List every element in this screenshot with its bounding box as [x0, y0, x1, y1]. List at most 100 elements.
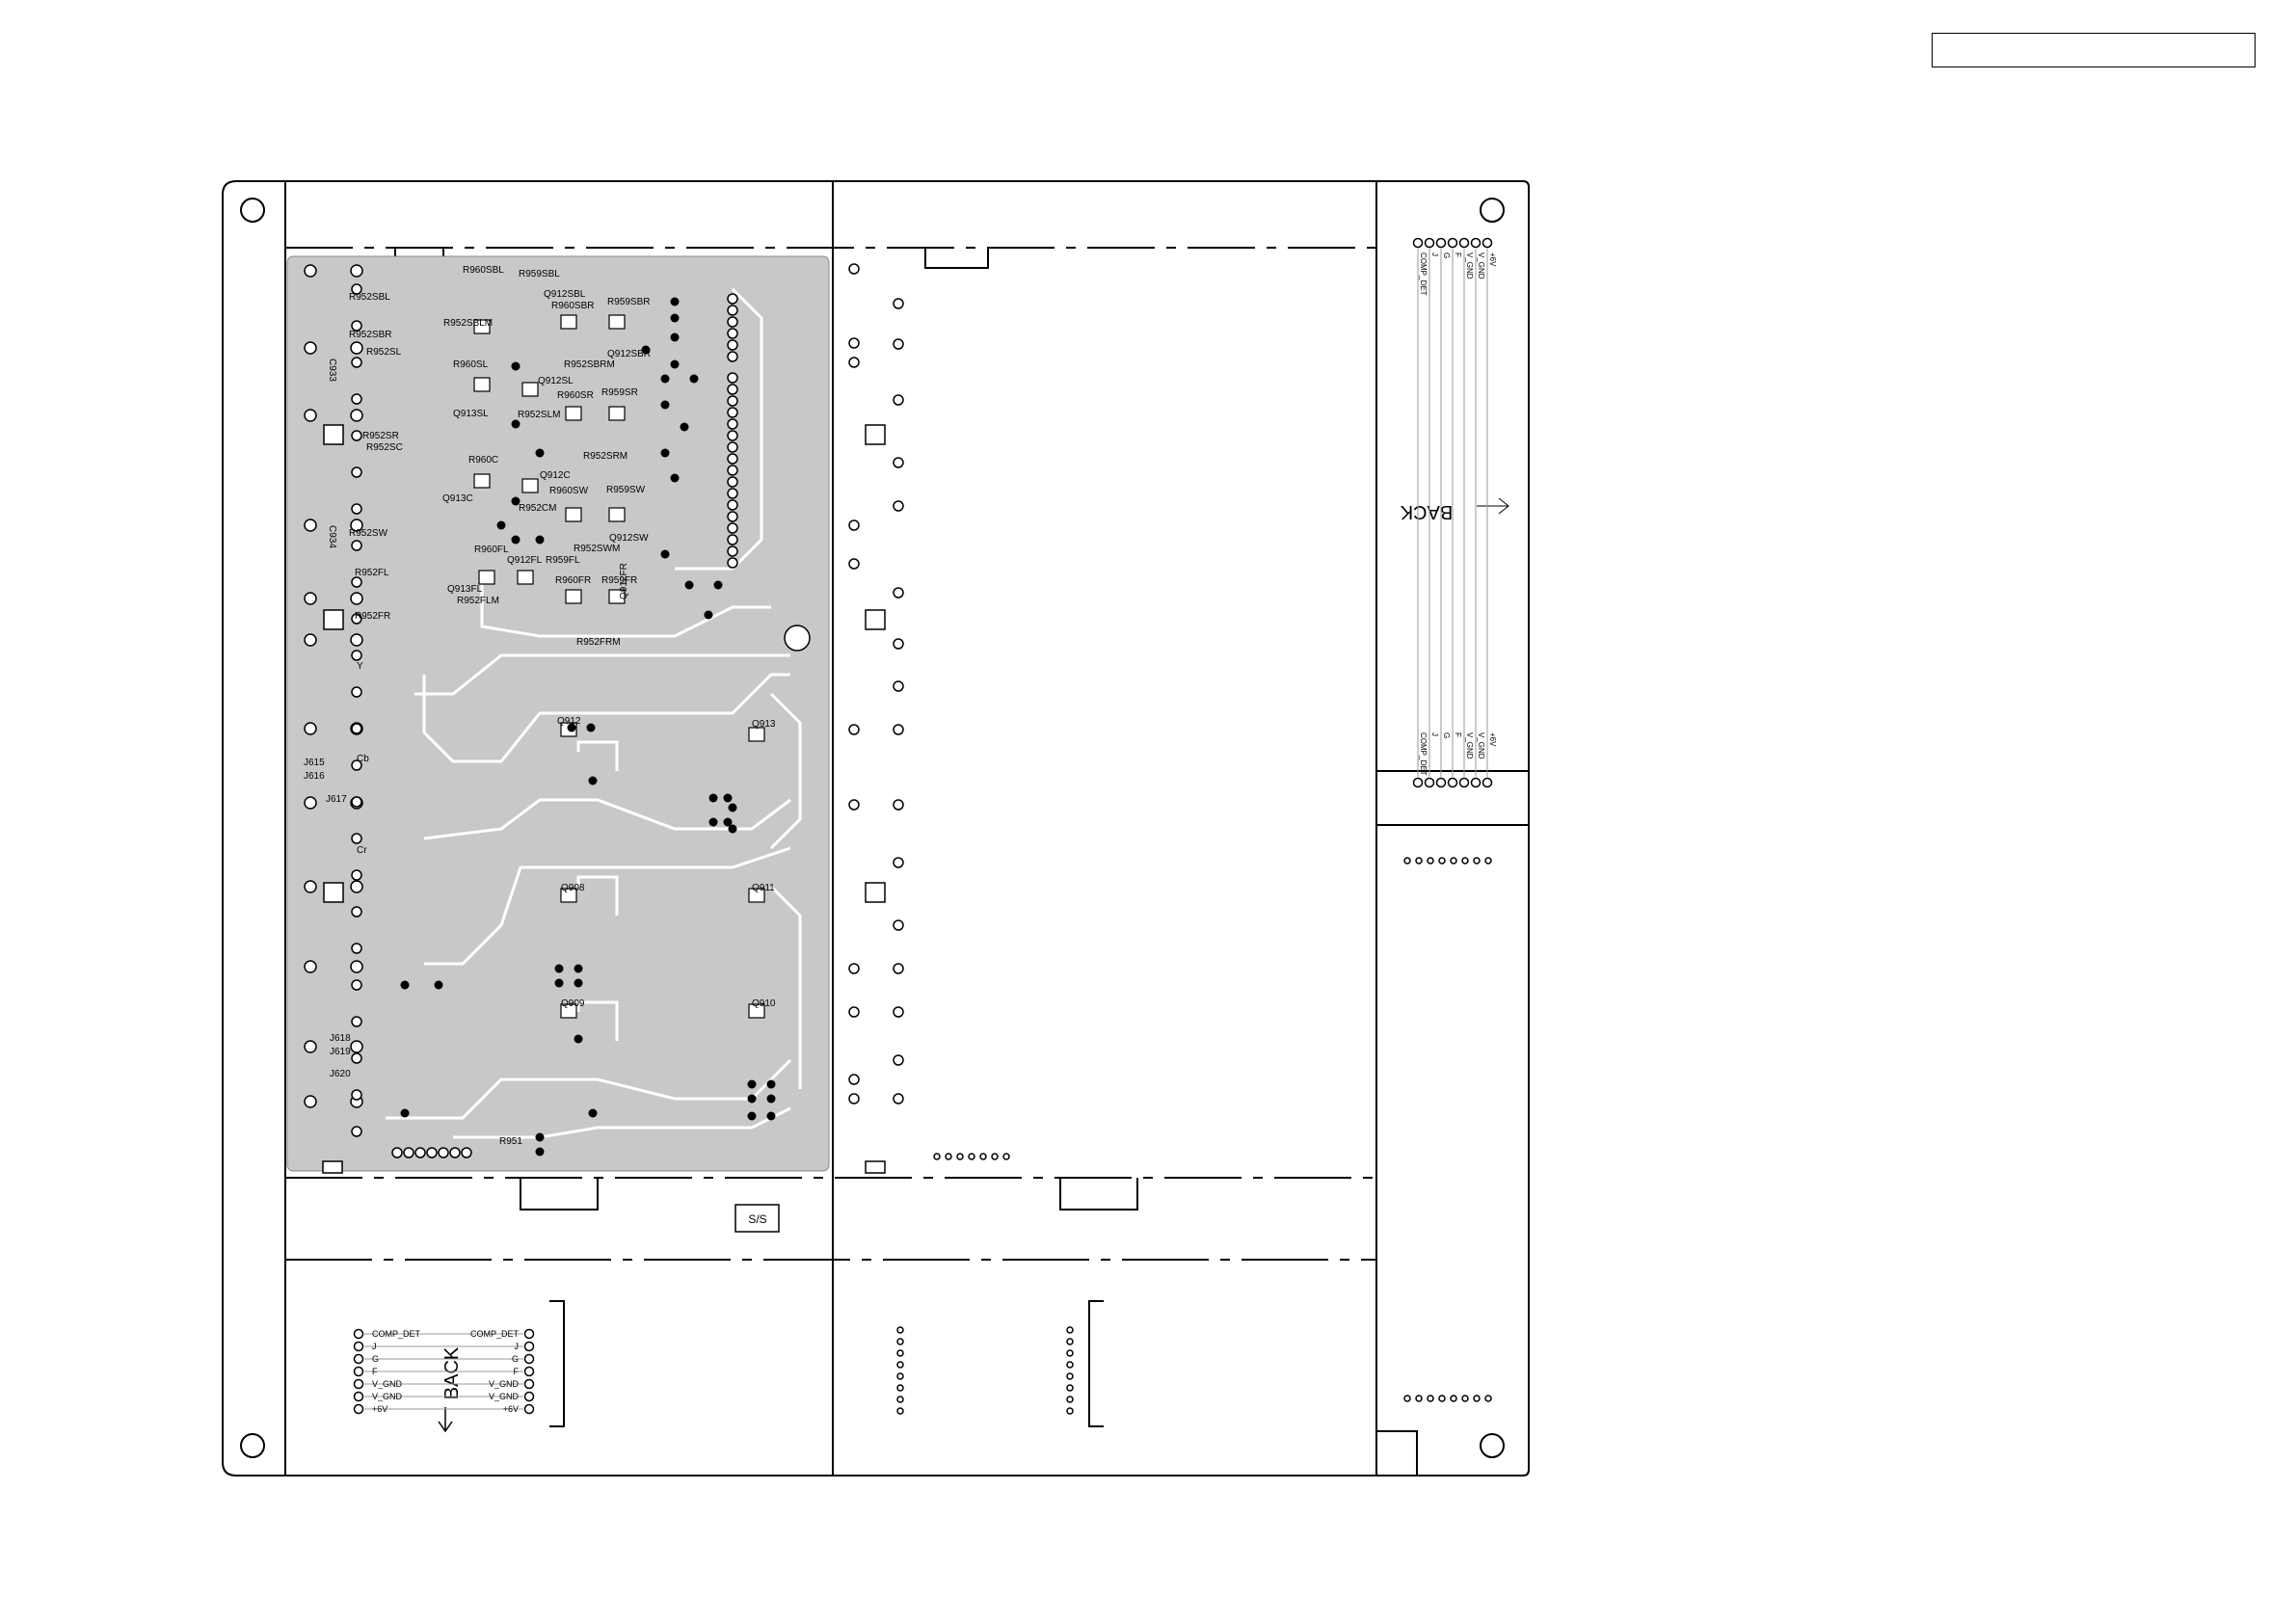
board-pad: [896, 1384, 904, 1392]
ref-label: R952SWM: [574, 544, 620, 554]
via: [704, 610, 713, 620]
header-pad: [461, 1147, 472, 1158]
title-block-box: [1932, 33, 2256, 67]
board-pad: [945, 1153, 952, 1160]
connector-label: V_GND: [1465, 732, 1474, 759]
jack-pad: [351, 796, 362, 808]
connector-pin: [353, 1378, 364, 1390]
vias: [400, 297, 776, 1157]
via: [670, 333, 680, 342]
connector-label: V_GND: [1465, 253, 1474, 279]
reference-labels: R960SBL R959SBL Q912SBL R952SBL R960SBR …: [304, 265, 776, 1147]
transistor-footprint: [565, 589, 582, 604]
header-pad: [727, 372, 738, 384]
ref-label: R960SR: [557, 390, 594, 401]
header-pad: [727, 545, 738, 557]
jack-pad: [350, 341, 363, 355]
header-pad: [727, 557, 738, 569]
connector-label: V_GND: [1477, 732, 1485, 759]
header-pad: [727, 339, 738, 351]
board-pad: [1450, 1395, 1457, 1402]
connector-label: V_GND: [489, 1392, 520, 1401]
right-connector: BACK +6VV_GNDV_GNDFGJCOMP_DET+6VV_GNDV_G…: [1400, 237, 1509, 788]
transistor-footprint: [748, 1003, 765, 1019]
jack-pad: [351, 1052, 362, 1064]
jack-pad: [304, 1040, 317, 1053]
board-pad: [1066, 1407, 1074, 1415]
transistor-footprint: [473, 473, 491, 489]
ref-label: J616: [304, 771, 325, 782]
board-pad: [896, 1349, 904, 1357]
jack-pad: [351, 723, 362, 734]
component-pads: [391, 293, 765, 1158]
header-pad: [727, 441, 738, 453]
jack-pad: [304, 519, 317, 532]
board-pad: [893, 1054, 904, 1066]
transistor-footprint: [748, 727, 765, 742]
connector-label: +6V: [372, 1404, 387, 1414]
ref-label: R959FL: [546, 555, 580, 566]
board-pad: [1438, 1395, 1446, 1402]
via: [689, 374, 699, 384]
header-pad: [449, 1147, 461, 1158]
via: [535, 1147, 545, 1157]
via: [660, 448, 670, 458]
board-pad: [848, 799, 860, 811]
jack-pad: [304, 960, 317, 973]
board-pad: [979, 1153, 987, 1160]
ref-label: Q912SL: [538, 376, 574, 386]
transistor-footprint: [608, 507, 626, 522]
ref-label: Y: [357, 661, 363, 672]
via: [400, 980, 410, 990]
jack-pad: [351, 613, 362, 625]
connector-label: J: [372, 1342, 377, 1351]
header-pad: [727, 418, 738, 430]
via: [554, 978, 564, 988]
transistor-footprint: [521, 478, 539, 493]
connector-label: J: [515, 1342, 520, 1351]
via: [660, 549, 670, 559]
board-pad: [896, 1326, 904, 1334]
connector-pin: [353, 1353, 364, 1365]
board-pad: [896, 1407, 904, 1415]
ref-label: Q910: [752, 998, 776, 1009]
via: [670, 297, 680, 306]
via: [766, 1111, 776, 1121]
connector-pin: [1412, 237, 1424, 249]
board-pad: [1066, 1372, 1074, 1380]
board-pad: [893, 1093, 904, 1104]
header-pad: [727, 534, 738, 545]
connector-pin: [1482, 237, 1493, 249]
via: [766, 1079, 776, 1089]
component-area: [286, 255, 830, 1172]
ref-label: Cb: [357, 754, 369, 764]
jack-pad: [304, 796, 317, 810]
connector-pin: [353, 1391, 364, 1402]
ref-label: R952SBLM: [443, 318, 493, 329]
jack-pad: [304, 592, 317, 605]
connector-pin: [1435, 237, 1447, 249]
header-pad: [391, 1147, 403, 1158]
board-pad: [1002, 1153, 1010, 1160]
board-pad: [893, 638, 904, 650]
board-pad: [1473, 1395, 1481, 1402]
via: [766, 1094, 776, 1104]
via: [728, 824, 737, 834]
connector-pin: [1458, 237, 1470, 249]
board-pad: [1066, 1349, 1074, 1357]
connector-pin: [353, 1328, 364, 1340]
board-pad: [1403, 857, 1411, 865]
via: [641, 345, 651, 355]
board-pad: [893, 457, 904, 468]
connector-label: COMP_DET: [1419, 253, 1428, 296]
via: [670, 359, 680, 369]
ref-label: Q911: [752, 883, 775, 893]
jack-pad: [351, 576, 362, 588]
header-pad: [403, 1147, 414, 1158]
board-pad: [848, 337, 860, 349]
ref-label: R960SBR: [551, 301, 594, 311]
connector-pin: [1447, 777, 1458, 788]
connector-pin: [1470, 237, 1482, 249]
jack-pad: [304, 409, 317, 422]
connector-pin: [1424, 237, 1435, 249]
